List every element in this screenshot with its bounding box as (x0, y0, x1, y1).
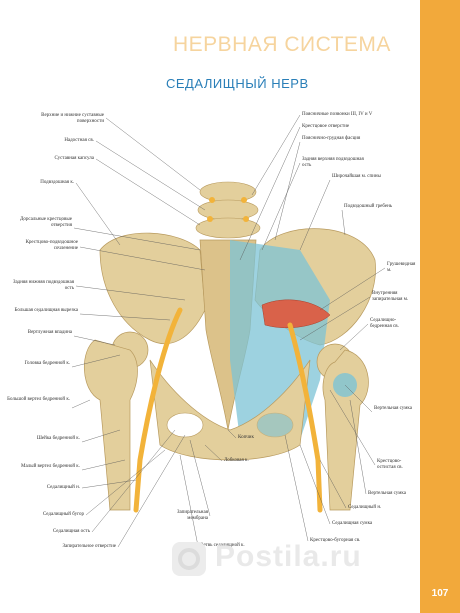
label-acetabulum: Вертлужная впадина (27, 330, 72, 335)
label-femoral-neck: Шейка бедренной к. (36, 436, 80, 441)
label-sacrotuberous-ligament: Крестцово-бугорная св. (310, 538, 361, 543)
label-greater-sciatic-notch: Большая седалищная вырезка (14, 308, 78, 313)
left-femur (83, 331, 149, 511)
label-trochanteric-bursa-2: Вертельная сумка (368, 491, 406, 496)
label-piriformis: Грушевидная м. (387, 262, 416, 273)
label-obturator-membrane: Запирательная мембрана (177, 510, 208, 521)
label-ischial-ramus: Ветвь седалищной к. (200, 543, 245, 548)
label-sacroiliac-joint: Крестцово-подвздошное сочленение (25, 240, 78, 251)
page-number: 107 (431, 588, 449, 599)
label-thoracolumbar-fascia: Пояснично-грудная фасция (302, 136, 361, 141)
label-dorsal-sacral-foramina: Дорсальные крестцовые отверстия (19, 217, 72, 228)
postila-logo-icon (172, 542, 206, 576)
leader-lines (71, 114, 386, 548)
label-ilium: Подвздошная к. (40, 180, 74, 185)
label-pubis: Лобковая к. (224, 458, 249, 463)
label-ischial-bursa: Седалищная сумка (332, 521, 373, 526)
label-lesser-trochanter: Малый вертел бедренной к. (21, 464, 80, 469)
label-obturator-foramen: Запирательное отверстие (62, 544, 116, 549)
pelvis-illustration: Верхние и нижние суставные поверхности Н… (0, 100, 420, 613)
watermark-text: Postila.ru (215, 540, 362, 573)
label-sacral-foramen: Крестцовое отверстие (302, 124, 350, 129)
page-title: СЕДАЛИЩНЫЙ НЕРВ (166, 76, 309, 91)
label-coccyx: Копчик (238, 435, 254, 440)
right-femur (316, 343, 369, 511)
label-sciatic-nerve-right: Седалищный н. (348, 505, 382, 510)
label-sacrospinous-ligament: Крестцово-остистая св. (377, 459, 403, 470)
lumbar-vertebrae (195, 181, 261, 239)
label-articular-surfaces: Верхние и нижние суставные поверхности (41, 113, 104, 124)
label-greater-trochanter: Большой вертел бедренной к. (7, 397, 70, 402)
right-sciatic-nerve (287, 322, 323, 513)
label-latissimus-dorsi: Широчайшая м. спины (332, 174, 381, 179)
label-posterior-inferior-iliac-spine: Задняя нижняя подвздошная ость (12, 280, 74, 291)
chapter-side-band (420, 0, 460, 613)
piriformis-muscle (261, 299, 331, 328)
label-femoral-head: Головка бедренной к. (24, 361, 70, 366)
label-ischial-tuberosity: Седалищный бугор (42, 512, 84, 517)
label-ischiofemoral-ligament: Седалищно-бедренная св. (370, 318, 399, 329)
right-obturator-foramen (256, 412, 294, 438)
label-iliac-crest: Подвздошный гребень (344, 204, 393, 209)
label-sciatic-nerve-left: Седалищный н. (46, 485, 80, 490)
left-ilium (99, 232, 206, 345)
left-sciatic-nerve (133, 307, 183, 513)
pelvis-drawing (71, 114, 386, 548)
left-obturator-foramen (166, 412, 204, 438)
section-title: НЕРВНАЯ СИСТЕМА (173, 33, 391, 56)
label-ischial-spine: Седалищная ость (52, 529, 90, 534)
label-trochanteric-bursa-1: Вертельная сумка (374, 406, 412, 411)
label-obturator-internus: Внутренняя запирательная м. (372, 291, 409, 302)
label-lumbar-vertebrae: Поясничные позвонки III, IV и V (302, 112, 373, 117)
label-posterior-superior-iliac-spine: Задняя верхняя подвздошная ость (302, 157, 364, 168)
label-supraspinous-ligament: Надостная св. (64, 138, 94, 143)
label-joint-capsule: Суставная капсула (54, 156, 94, 161)
